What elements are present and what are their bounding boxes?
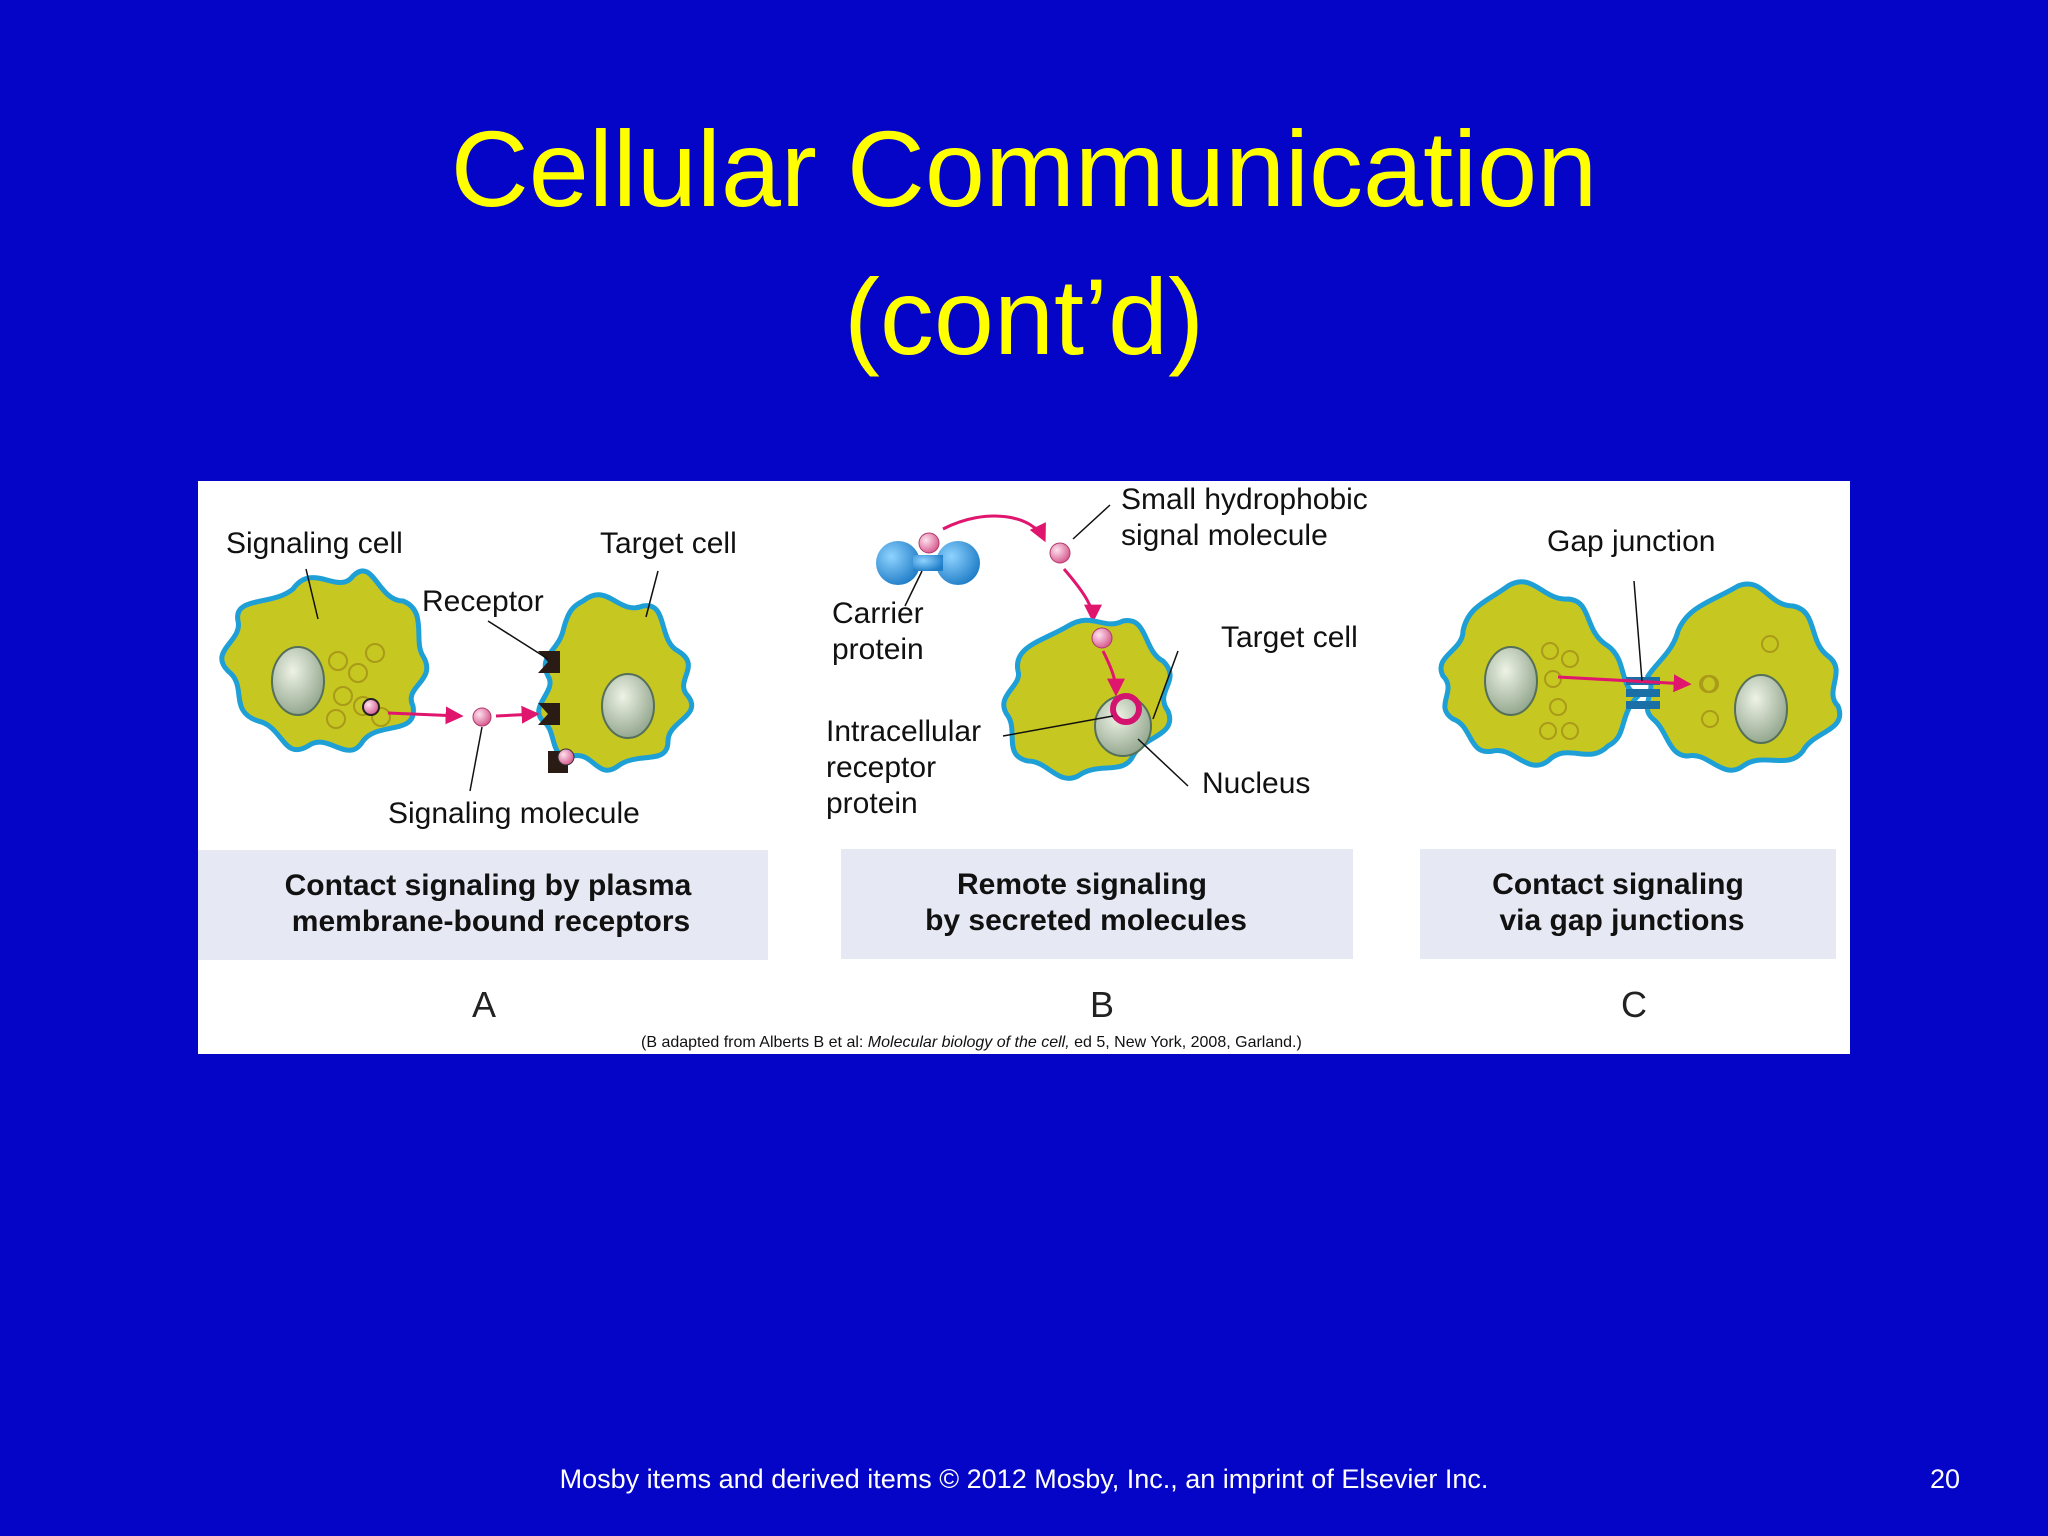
caption-a-line2: membrane-bound receptors — [292, 905, 690, 938]
label-signaling-cell: Signaling cell — [226, 527, 403, 560]
carrier-protein — [876, 532, 980, 585]
molecule-c — [1699, 675, 1717, 693]
credit-prefix: (B adapted from Alberts B et al: — [641, 1034, 868, 1051]
title-line-2: (cont’d) — [843, 256, 1205, 377]
panel-b: Small hydrophobic signal molecule Carrie… — [826, 483, 1368, 1025]
nucleus-a-target — [601, 673, 655, 739]
panel-letter-c: C — [1621, 984, 1647, 1025]
label-small-hydrophobic-2: signal molecule — [1121, 519, 1328, 552]
signaling-molecule-a — [472, 707, 492, 727]
label-carrier-1: Carrier — [832, 597, 924, 630]
molecule-in-cell — [1091, 627, 1113, 649]
label-intracellular-3: protein — [826, 787, 918, 820]
caption-c-line2: via gap junctions — [1499, 904, 1744, 937]
label-carrier-2: protein — [832, 633, 924, 666]
cell-communication-figure: Signaling cell Target cell Receptor Sign… — [198, 481, 1850, 1054]
cell-c-right — [1644, 581, 1843, 773]
credit-suffix: ed 5, New York, 2008, Garland.) — [1070, 1034, 1302, 1051]
intracellular-receptor — [1110, 693, 1142, 725]
arrow-b3 — [1101, 650, 1125, 697]
caption-c-line1: Contact signaling — [1492, 868, 1744, 901]
nucleus-a-signaling — [271, 646, 325, 716]
page-number: 20 — [1929, 1464, 1960, 1494]
caption-box-b — [841, 849, 1353, 959]
label-receptor: Receptor — [422, 585, 544, 618]
arrow-c — [1557, 674, 1692, 693]
slide-title: Cellular Communication (cont’d) — [0, 95, 2048, 391]
arrow-a1 — [387, 706, 464, 725]
vesicles-a — [326, 643, 391, 729]
signaling-molecule-on-cell — [362, 698, 380, 716]
label-target-cell-a: Target cell — [600, 527, 737, 560]
title-line-1: Cellular Communication — [450, 108, 1598, 229]
figure-credit: (B adapted from Alberts B et al: Molecul… — [641, 1034, 1302, 1051]
caption-b-line1: Remote signaling — [957, 868, 1207, 901]
caption-b-line2: by secreted molecules — [925, 904, 1247, 937]
nucleus-c-left — [1484, 646, 1538, 716]
label-signaling-molecule: Signaling molecule — [388, 797, 640, 830]
caption-a-line1: Contact signaling by plasma — [285, 869, 692, 902]
label-nucleus: Nucleus — [1202, 767, 1310, 800]
caption-box-c — [1420, 849, 1836, 959]
label-gap-junction: Gap junction — [1547, 525, 1715, 558]
small-signal-molecule — [1049, 542, 1071, 564]
panel-a: Signaling cell Target cell Receptor Sign… — [198, 527, 768, 1025]
target-cell-b — [1001, 617, 1173, 781]
panel-letter-a: A — [472, 984, 496, 1025]
label-intracellular-2: receptor — [826, 751, 936, 784]
signaling-cell-a — [219, 568, 430, 753]
label-small-hydrophobic-1: Small hydrophobic — [1121, 483, 1368, 516]
copyright-footer: Mosby items and derived items © 2012 Mos… — [559, 1464, 1489, 1494]
nucleus-c-right — [1734, 674, 1788, 744]
arrow-b1 — [942, 514, 1046, 543]
label-target-cell-b: Target cell — [1221, 621, 1358, 654]
panel-c: Gap junction Contact signaling via gap j… — [1420, 525, 1843, 1025]
credit-italic: Molecular biology of the cell, — [868, 1034, 1070, 1051]
cell-c-left — [1438, 579, 1643, 768]
caption-box-a — [198, 850, 768, 960]
nucleus-b — [1094, 695, 1152, 757]
arrow-a2 — [495, 705, 540, 724]
arrow-b2 — [1062, 568, 1102, 623]
label-intracellular-1: Intracellular — [826, 715, 981, 748]
panel-letter-b: B — [1090, 984, 1114, 1025]
